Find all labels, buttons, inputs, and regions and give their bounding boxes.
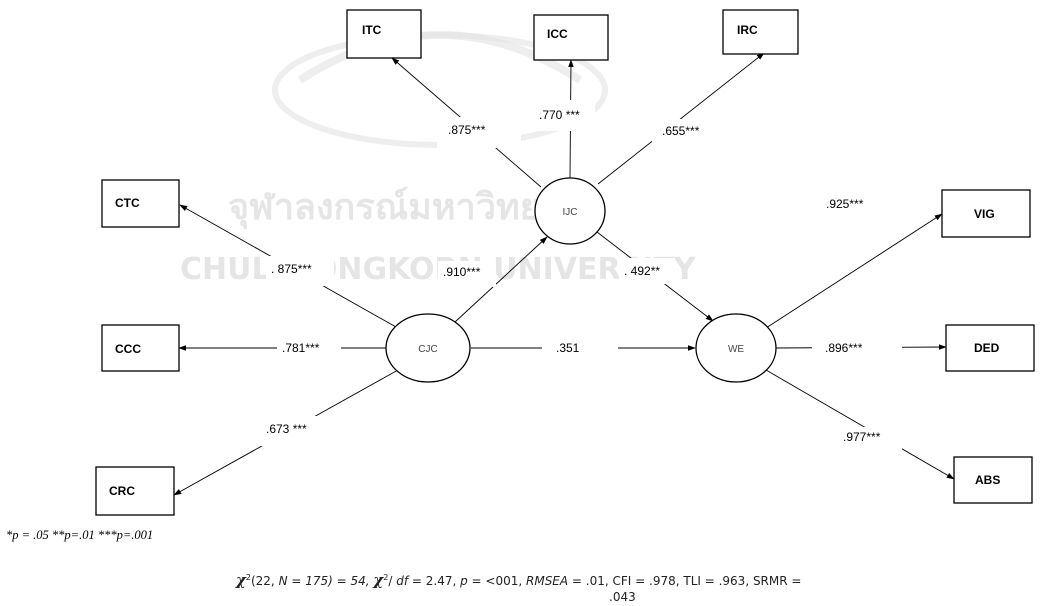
box-itc-label: ITC: [362, 23, 382, 37]
ellipse-ijc: IJC: [535, 178, 605, 244]
path-ijc-irc: [598, 53, 764, 184]
fit-p-value: = <001,: [468, 574, 526, 588]
box-icc: ICC: [534, 15, 608, 60]
ellipse-ijc-label: IJC: [563, 207, 578, 218]
fit-df-args: (22,: [251, 574, 279, 588]
fit-remaining-indices: = .01, CFI = .978, TLI = .963, SRMR =: [568, 574, 801, 588]
ellipse-we: WE: [696, 314, 776, 382]
fit-p-label: p: [460, 574, 468, 588]
chi-square-symbol-2: χ: [373, 571, 383, 589]
box-ctc: CTC: [102, 180, 179, 227]
box-icc-label: ICC: [547, 27, 568, 41]
box-ctc-label: CTC: [115, 196, 140, 210]
box-ded-label: DED: [974, 341, 1000, 355]
coef-cjc-ccc: .781***: [282, 341, 320, 355]
coef-cjc-we: .351: [556, 341, 580, 355]
coef-ijc-itc: .875***: [448, 123, 486, 137]
box-vig-label: VIG: [974, 207, 995, 221]
box-ded: DED: [946, 325, 1034, 371]
model-fit-srmr-value: .043: [609, 590, 636, 604]
coef-ijc-icc: .770 ***: [539, 108, 580, 122]
box-abs-label: ABS: [975, 473, 1000, 487]
box-irc-label: IRC: [737, 23, 758, 37]
box-ccc-label: CCC: [115, 342, 141, 356]
ellipse-we-label: WE: [728, 344, 744, 355]
significance-note: *p = .05 **p=.01 ***p=.001: [6, 528, 153, 543]
fit-ratio-value: = 2.47,: [408, 574, 460, 588]
coef-ijc-we: . 492**: [624, 264, 660, 278]
path-we-abs: [766, 370, 954, 479]
fit-df-label: df: [396, 574, 408, 588]
box-crc: CRC: [96, 467, 174, 515]
chi-square-symbol: χ: [236, 571, 246, 589]
coef-we-ded: .896***: [825, 341, 863, 355]
box-ccc: CCC: [102, 325, 179, 371]
box-abs: ABS: [954, 457, 1032, 503]
path-we-vig: [766, 214, 942, 328]
box-itc: ITC: [347, 10, 421, 58]
ellipse-cjc: CJC: [386, 314, 470, 382]
model-fit-statistics: χ2(22, N = 175) = 54, χ2/ df = 2.47, p =…: [236, 571, 801, 589]
box-crc-label: CRC: [109, 484, 135, 498]
coef-cjc-crc: .673 ***: [266, 422, 307, 436]
fit-sample-size: N = 175) = 54,: [279, 574, 374, 588]
coef-we-abs: .977***: [843, 430, 881, 444]
box-vig: VIG: [942, 190, 1030, 237]
box-irc: IRC: [723, 10, 798, 54]
coef-ijc-irc: .655***: [662, 124, 700, 138]
coef-we-vig: .925***: [826, 197, 864, 211]
coef-cjc-ijc: .910***: [443, 265, 481, 279]
coef-cjc-ctc: . 875***: [271, 262, 312, 276]
ellipse-cjc-label: CJC: [418, 344, 437, 355]
fit-rmsea-label: RMSEA: [526, 574, 568, 588]
